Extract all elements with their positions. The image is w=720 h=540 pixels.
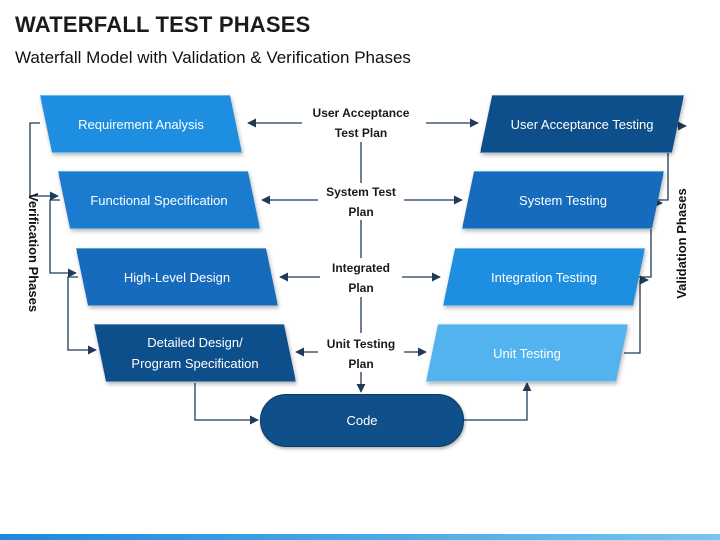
system-testing-box: System Testing [462, 171, 664, 229]
page-subtitle: Waterfall Model with Validation & Verifi… [15, 48, 411, 67]
verification-arrow-1 [29, 122, 59, 201]
code-label: Code [346, 413, 378, 428]
verification-arrow-3 [67, 276, 97, 355]
system-test-plan: System Test Plan [301, 182, 421, 222]
plan-line: Plan [348, 281, 374, 295]
unit-testing-label: Unit Testing [493, 345, 561, 361]
integration-testing-box: Integration Testing [443, 248, 645, 306]
high-level-design-box: High-Level Design [76, 248, 278, 306]
system-testing-label: System Testing [519, 192, 607, 208]
detailed-to-code-arrow [194, 383, 259, 425]
plan-line: Plan [348, 205, 374, 219]
verification-arrow-2 [49, 199, 77, 278]
plan-line: Unit Testing [326, 337, 396, 351]
verification-phases-label: Verification Phases [26, 192, 42, 313]
plan-line: Integrated [331, 261, 390, 275]
plan-line: System Test [326, 185, 396, 199]
functional-specification-box: Functional Specification [58, 171, 260, 229]
detailed-design-box: Detailed Design/ Program Specification [94, 324, 296, 382]
validation-phases-label: Validation Phases [673, 188, 689, 299]
page-title: WATERFALL TEST PHASES [15, 12, 311, 37]
integration-testing-label: Integration Testing [491, 269, 597, 285]
functional-specification-label: Functional Specification [90, 192, 228, 208]
user-acceptance-testing-box: User Acceptance Testing [480, 95, 684, 153]
acceptance-test-plan: User Acceptance Test Plan [301, 103, 421, 143]
user-acceptance-testing-label: User Acceptance Testing [510, 116, 654, 132]
plan-line: Test Plan [334, 126, 388, 140]
plan-line: User Acceptance [312, 106, 410, 120]
unit-testing-box: Unit Testing [426, 324, 628, 382]
detailed-design-label: Detailed Design/ Program Specification [107, 332, 282, 374]
integrated-plan: Integrated Plan [301, 258, 421, 298]
detailed-design-label-line2: Program Specification [131, 356, 259, 371]
footer-accent-bar [0, 534, 720, 540]
requirement-analysis-box: Requirement Analysis [40, 95, 242, 153]
validation-arrow-1 [624, 275, 649, 354]
code-node: Code [260, 394, 464, 447]
plan-line: Plan [348, 357, 374, 371]
unit-testing-plan: Unit Testing Plan [301, 334, 421, 374]
detailed-design-label-line1: Detailed Design/ [147, 335, 243, 350]
code-to-unit-arrow [463, 382, 532, 421]
requirement-analysis-label: Requirement Analysis [78, 116, 204, 132]
high-level-design-label: High-Level Design [123, 269, 231, 285]
